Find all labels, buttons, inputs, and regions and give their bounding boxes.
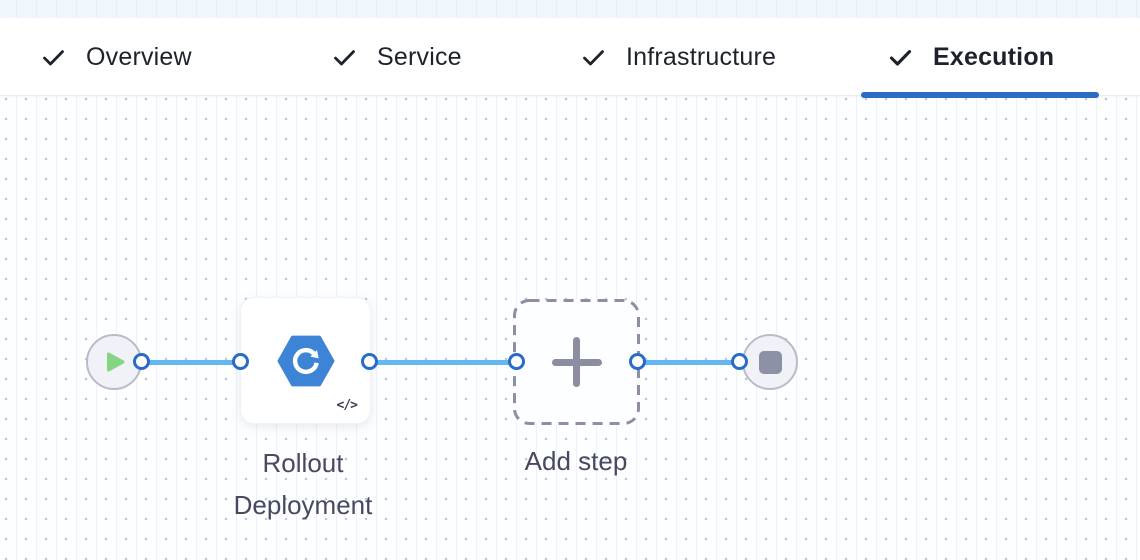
tab-infrastructure-label: Infrastructure bbox=[626, 42, 777, 71]
check-icon bbox=[43, 49, 64, 65]
connector-line bbox=[369, 360, 516, 365]
pipeline-end-node bbox=[742, 334, 798, 390]
connector-port[interactable] bbox=[508, 353, 525, 370]
tab-infrastructure[interactable]: Infrastructure bbox=[580, 18, 776, 96]
tab-overview-label: Overview bbox=[86, 42, 192, 71]
add-step-node[interactable] bbox=[513, 299, 640, 425]
tab-service[interactable]: Service bbox=[331, 18, 462, 96]
check-icon bbox=[889, 49, 912, 66]
canvas-top-strip bbox=[0, 0, 1140, 18]
connector-port[interactable] bbox=[731, 353, 748, 370]
tab-execution[interactable]: Execution bbox=[887, 18, 1054, 96]
tab-execution-label: Execution bbox=[933, 42, 1055, 71]
tab-service-label: Service bbox=[377, 42, 462, 71]
code-icon[interactable]: </> bbox=[336, 398, 359, 413]
tab-overview[interactable]: Overview bbox=[40, 18, 192, 96]
check-icon bbox=[334, 49, 355, 65]
pipeline-start-node bbox=[86, 334, 142, 390]
connector-line bbox=[141, 360, 240, 365]
add-step-label: Add step bbox=[524, 446, 628, 476]
stage-tabs-toolbar: Overview Service Infrastructure Executio… bbox=[0, 18, 1140, 98]
check-icon bbox=[583, 49, 604, 65]
step-rollout-deployment[interactable]: </> bbox=[240, 297, 371, 424]
connector-port[interactable] bbox=[629, 353, 646, 370]
connector-line bbox=[637, 360, 739, 365]
connector-port[interactable] bbox=[361, 353, 378, 370]
connector-port[interactable] bbox=[232, 353, 249, 370]
active-tab-underline bbox=[861, 92, 1099, 98]
play-icon bbox=[107, 352, 125, 372]
stop-icon bbox=[758, 350, 782, 374]
step-label: Rollout Deployment bbox=[233, 448, 373, 520]
plus-icon bbox=[513, 299, 640, 425]
k8s-rollout-icon bbox=[277, 335, 335, 387]
connector-port[interactable] bbox=[133, 353, 150, 370]
